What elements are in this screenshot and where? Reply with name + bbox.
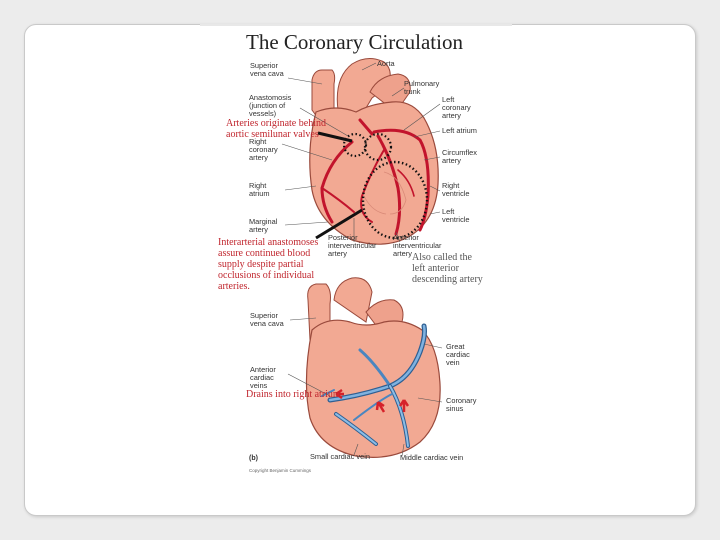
label-small-cardiac-vein: Small cardiac vein xyxy=(310,453,370,461)
label-middle-cardiac-vein: Middle cardiac vein xyxy=(400,454,463,462)
label-left-atrium: Left atrium xyxy=(442,127,477,135)
copyright-note: Copyright Benjamin Cummings xyxy=(249,468,311,473)
annotation-drains-into-right-atrium: Drains into right atrium xyxy=(246,389,341,400)
bottom-heart xyxy=(288,278,442,458)
label-panel-b: (b) xyxy=(249,455,258,462)
label-aorta: Aorta xyxy=(377,60,395,68)
